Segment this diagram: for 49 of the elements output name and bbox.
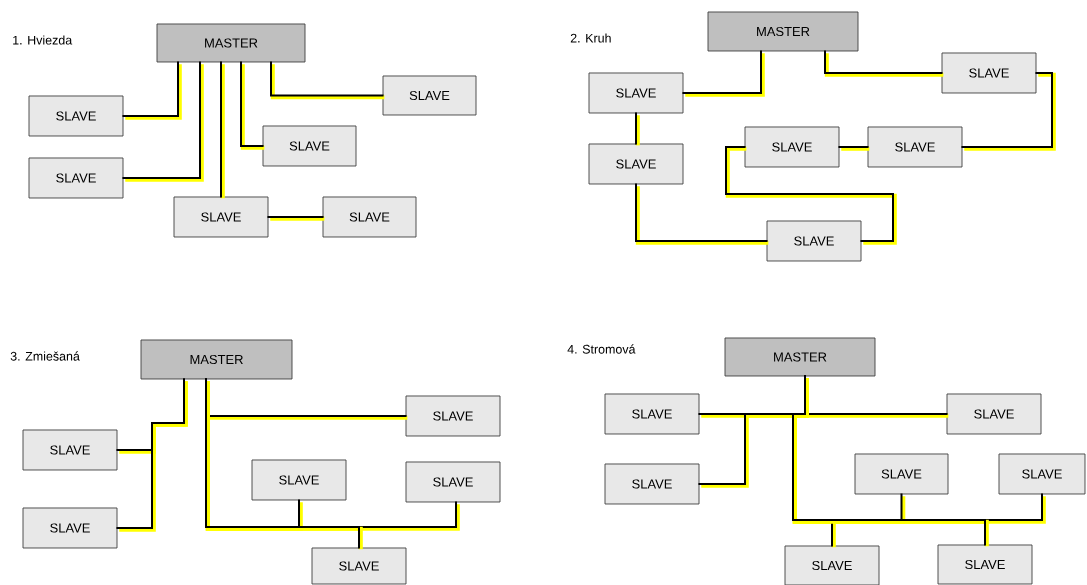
cable-line — [122, 61, 204, 182]
slave-box: SLAVE — [604, 463, 700, 505]
cable-line — [205, 378, 363, 550]
slave-box: SLAVE — [311, 547, 407, 585]
cable-line — [270, 61, 385, 100]
cable-line — [635, 112, 640, 146]
slave-box: SLAVE — [251, 459, 347, 501]
slave-box: SLAVE — [766, 220, 862, 262]
panel-title: 1. Hviezda — [13, 35, 73, 45]
slave-box: SLAVE — [322, 196, 417, 238]
panel-title: 4. Stromová — [567, 344, 636, 354]
slave-box: SLAVE — [946, 393, 1042, 435]
slave-box: SLAVE — [405, 461, 501, 503]
master-box: MASTER — [140, 339, 293, 380]
slave-box: SLAVE — [382, 75, 477, 116]
cable-line — [240, 61, 265, 150]
panel-title: 2. Kruh — [570, 33, 611, 43]
cable-line — [267, 216, 325, 221]
master-box: MASTER — [707, 11, 859, 52]
cable-line — [792, 375, 989, 547]
slave-box: SLAVE — [744, 126, 840, 168]
slave-box: SLAVE — [937, 544, 1033, 585]
panel-title: 3. Zmiešaná — [10, 351, 80, 361]
slave-box: SLAVE — [28, 95, 124, 137]
cable-line — [116, 378, 188, 532]
cable-line — [122, 61, 182, 120]
master-box: MASTER — [156, 23, 306, 63]
cable-line — [682, 50, 765, 97]
slave-box: SLAVE — [262, 125, 357, 167]
cable-line — [725, 146, 897, 245]
slave-box: SLAVE — [867, 126, 963, 168]
slave-box: SLAVE — [173, 196, 269, 238]
slave-box: SLAVE — [854, 453, 949, 495]
slave-box: SLAVE — [405, 395, 501, 437]
slave-box: SLAVE — [588, 72, 684, 114]
cable-line — [838, 146, 870, 151]
slave-box: SLAVE — [22, 429, 118, 471]
slave-box: SLAVE — [604, 393, 700, 435]
slave-box: SLAVE — [28, 157, 124, 199]
cable-line — [635, 183, 769, 245]
cable-line — [961, 72, 1056, 151]
master-box: MASTER — [724, 337, 876, 377]
slave-box: SLAVE — [22, 507, 118, 549]
slave-box: SLAVE — [784, 545, 880, 585]
slave-box: SLAVE — [998, 453, 1086, 495]
slave-box: SLAVE — [588, 143, 684, 185]
slave-box: SLAVE — [941, 52, 1037, 94]
cable-line — [220, 61, 225, 199]
cable-line — [824, 50, 944, 77]
